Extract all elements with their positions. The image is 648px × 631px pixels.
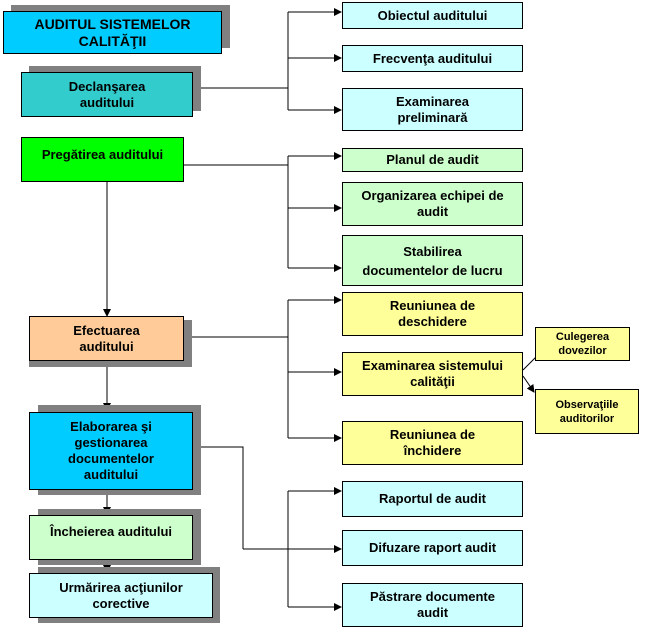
reuniunea-deschidere-label: Reuniunea de deschidere xyxy=(389,298,476,329)
examinarea-sistemului-label: Examinarea sistemului calităţii xyxy=(362,358,503,389)
pastrare-label: Păstrare documente audit xyxy=(370,589,495,620)
urmarire-label: Urmărirea acţiunilor corective xyxy=(59,579,183,611)
reuniunea-inchidere-box: Reuniunea de închidere xyxy=(342,421,523,465)
pregatire-label: Pregătirea auditului xyxy=(41,147,164,162)
organizarea-box: Organizarea echipei de audit xyxy=(342,182,523,226)
elaborare-box: Elaborarea şi gestionarea documentelor a… xyxy=(29,412,193,490)
culegerea-label: Culegerea dovezilor xyxy=(555,331,610,357)
examinarea-preliminara-box: Examinarea preliminară xyxy=(342,88,523,131)
frecventa-label: Frecvenţa auditului xyxy=(372,50,493,66)
reuniunea-deschidere-box: Reuniunea de deschidere xyxy=(342,292,523,336)
declansare-label: Declanşarea auditului xyxy=(68,78,146,110)
difuzare-box: Difuzare raport audit xyxy=(342,530,523,566)
observatiile-label: Observaţiile auditorilor xyxy=(555,398,619,425)
stabilirea-label: Stabilirea documentelor de lucru xyxy=(362,243,503,278)
elaborare-label: Elaborarea şi gestionarea documentelor a… xyxy=(68,419,154,482)
raportul-box: Raportul de audit xyxy=(342,481,523,517)
efectuare-label: Efectuarea auditului xyxy=(73,322,140,354)
efectuare-box: Efectuarea auditului xyxy=(29,316,184,361)
planul-label: Planul de audit xyxy=(386,152,479,167)
stabilirea-box: Stabilirea documentelor de lucru xyxy=(342,235,523,286)
frecventa-box: Frecvenţa auditului xyxy=(342,45,523,72)
incheiere-box: Încheierea auditului xyxy=(29,515,193,560)
obiectul-label: Obiectul auditului xyxy=(377,7,488,23)
planul-box: Planul de audit xyxy=(342,148,523,172)
observatiile-box: Observaţiile auditorilor xyxy=(535,389,639,434)
examinarea-preliminara-label: Examinarea preliminară xyxy=(396,93,469,125)
examinarea-sistemului-box: Examinarea sistemului calităţii xyxy=(342,352,523,396)
reuniunea-inchidere-label: Reuniunea de închidere xyxy=(389,427,476,458)
obiectul-box: Obiectul auditului xyxy=(342,2,523,29)
pregatire-box: Pregătirea auditului xyxy=(21,137,184,182)
difuzare-label: Difuzare raport audit xyxy=(368,540,497,555)
pastrare-box: Păstrare documente audit xyxy=(342,583,523,627)
organizarea-label: Organizarea echipei de audit xyxy=(361,188,504,219)
connector-elaborare xyxy=(193,446,244,549)
raportul-label: Raportul de audit xyxy=(379,491,486,506)
culegerea-box: Culegerea dovezilor xyxy=(535,327,630,361)
title-label: AUDITUL SISTEMELOR CALITĂŢII xyxy=(34,15,191,49)
declansare-box: Declanşarea auditului xyxy=(21,72,193,117)
urmarire-box: Urmărirea acţiunilor corective xyxy=(29,573,213,618)
title-box: AUDITUL SISTEMELOR CALITĂŢII xyxy=(3,11,222,54)
incheiere-label: Încheierea auditului xyxy=(49,524,173,539)
connector-to-observatiile xyxy=(522,375,535,393)
